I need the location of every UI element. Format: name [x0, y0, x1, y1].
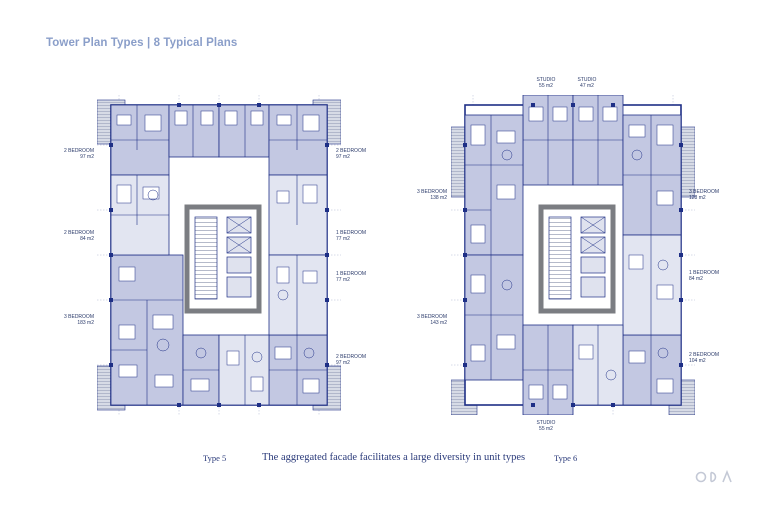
floor-plan-type-6	[451, 95, 695, 415]
logo-icon	[695, 469, 732, 483]
page-title: Tower Plan Types | 8 Typical Plans	[46, 37, 238, 49]
plan-caption-type-6: Type 6	[554, 453, 578, 463]
plan-description: The aggregated facade facilitates a larg…	[262, 452, 526, 463]
floor-plan-type-5	[97, 95, 341, 415]
plan-caption-type-5: Type 5	[203, 453, 227, 463]
